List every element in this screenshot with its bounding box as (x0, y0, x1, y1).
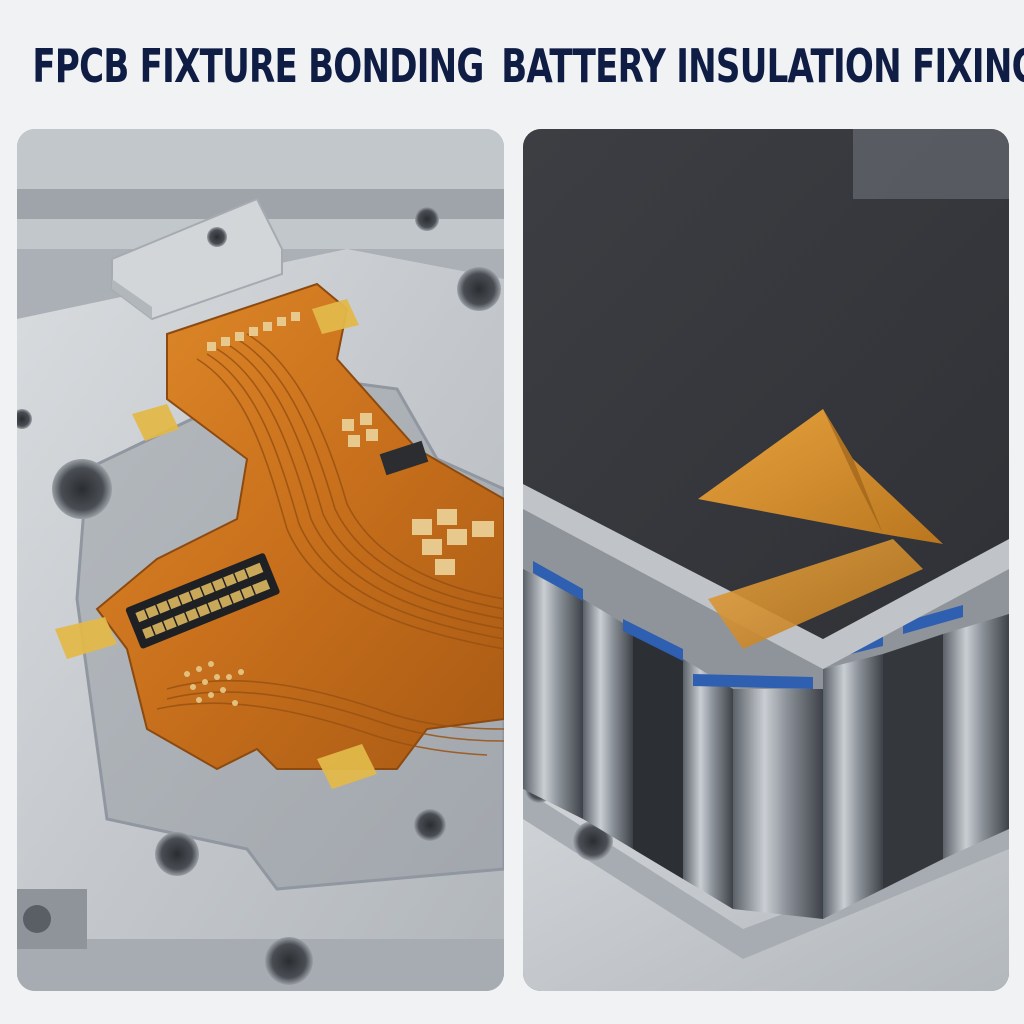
fpcb-fixture-illustration (17, 129, 504, 991)
fpcb-fixture-photo (17, 129, 504, 991)
battery-insulation-photo (523, 129, 1009, 991)
battery-module-illustration (523, 129, 1009, 991)
title-battery-insulation-fixing: BATTERY INSULATION FIXING (501, 39, 1024, 93)
title-fpcb-fixture-bonding: FPCB FIXTURE BONDING (32, 39, 484, 93)
